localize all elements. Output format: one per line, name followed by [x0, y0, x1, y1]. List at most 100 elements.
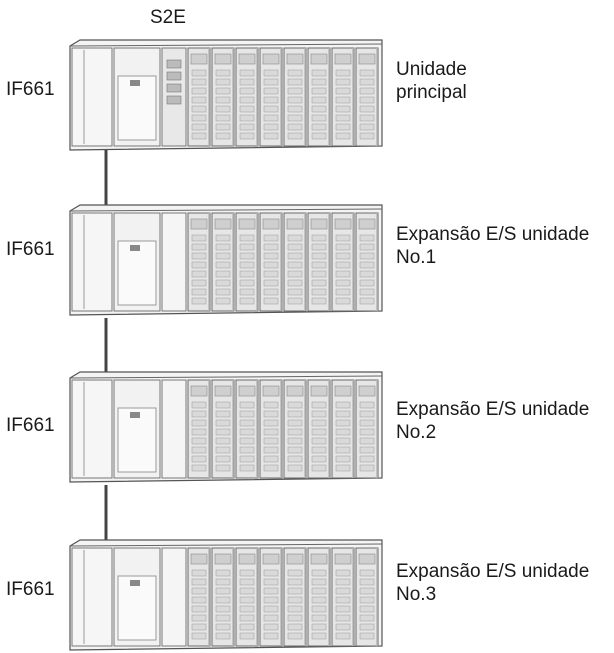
terminal-row — [335, 596, 351, 604]
terminal-row — [335, 464, 351, 472]
terminal-row — [191, 114, 207, 122]
terminal-row — [191, 105, 207, 113]
terminal-row — [359, 446, 375, 454]
terminal-row — [191, 464, 207, 472]
io-led-panel — [262, 53, 280, 65]
terminal-row — [335, 87, 351, 95]
io-led-panel — [310, 553, 328, 565]
terminal-row — [239, 455, 255, 463]
terminal-row — [335, 437, 351, 445]
terminal-row — [359, 410, 375, 418]
terminal-row — [239, 569, 255, 577]
terminal-row — [191, 234, 207, 242]
io-led-panel — [310, 385, 328, 397]
terminal-row — [335, 605, 351, 613]
terminal-row — [287, 114, 303, 122]
power-supply-module — [71, 47, 113, 147]
terminal-row — [191, 270, 207, 278]
terminal-row — [191, 279, 207, 287]
terminal-row — [191, 123, 207, 131]
terminal-row — [287, 605, 303, 613]
power-supply-module — [71, 379, 113, 479]
terminal-row — [311, 587, 327, 595]
terminal-row — [191, 261, 207, 269]
unit-label-line1: Unidade — [396, 59, 467, 80]
terminal-row — [359, 297, 375, 305]
terminal-row — [335, 569, 351, 577]
terminal-row — [287, 87, 303, 95]
terminal-row — [263, 87, 279, 95]
terminal-row — [263, 437, 279, 445]
terminal-row — [239, 428, 255, 436]
io-led-panel — [214, 385, 232, 397]
io-led-panel — [214, 53, 232, 65]
io-led-panel — [334, 553, 352, 565]
terminal-row — [311, 605, 327, 613]
if661-label-main: IF661 — [6, 79, 55, 100]
terminal-row — [191, 288, 207, 296]
terminal-row — [335, 428, 351, 436]
io-led-panel — [238, 385, 256, 397]
terminal-row — [215, 297, 231, 305]
terminal-row — [215, 270, 231, 278]
io-led-panel — [262, 218, 280, 230]
io-led-panel — [286, 53, 304, 65]
terminal-row — [239, 587, 255, 595]
cpu-indicator — [166, 71, 182, 81]
terminal-row — [287, 464, 303, 472]
terminal-row — [311, 596, 327, 604]
terminal-row — [191, 69, 207, 77]
terminal-row — [191, 446, 207, 454]
io-led-panel — [286, 385, 304, 397]
terminal-row — [191, 587, 207, 595]
terminal-row — [359, 401, 375, 409]
terminal-row — [311, 455, 327, 463]
terminal-row — [287, 105, 303, 113]
io-led-panel — [214, 553, 232, 565]
unit-label-line2: No.1 — [396, 247, 437, 268]
terminal-row — [191, 297, 207, 305]
terminal-row — [335, 587, 351, 595]
terminal-row — [335, 69, 351, 77]
terminal-row — [335, 401, 351, 409]
terminal-row — [263, 288, 279, 296]
terminal-row — [191, 614, 207, 622]
terminal-row — [239, 605, 255, 613]
terminal-row — [311, 446, 327, 454]
io-led-panel — [334, 385, 352, 397]
terminal-row — [191, 78, 207, 86]
terminal-row — [359, 78, 375, 86]
terminal-row — [215, 243, 231, 251]
terminal-row — [335, 261, 351, 269]
terminal-row — [215, 578, 231, 586]
terminal-row — [263, 69, 279, 77]
cpu-indicator — [166, 95, 182, 105]
terminal-row — [215, 410, 231, 418]
terminal-row — [335, 632, 351, 640]
io-led-panel — [214, 218, 232, 230]
terminal-row — [335, 252, 351, 260]
io-led-panel — [358, 218, 376, 230]
io-led-panel — [262, 385, 280, 397]
terminal-row — [359, 623, 375, 631]
blank-module — [161, 547, 187, 647]
terminal-row — [335, 105, 351, 113]
terminal-row — [287, 96, 303, 104]
terminal-row — [263, 464, 279, 472]
if661-label-exp1: IF661 — [6, 239, 55, 260]
terminal-row — [239, 419, 255, 427]
terminal-row — [335, 114, 351, 122]
terminal-row — [287, 78, 303, 86]
terminal-row — [287, 69, 303, 77]
terminal-row — [287, 614, 303, 622]
terminal-row — [263, 428, 279, 436]
terminal-row — [359, 464, 375, 472]
terminal-row — [239, 410, 255, 418]
terminal-row — [311, 78, 327, 86]
terminal-row — [239, 437, 255, 445]
terminal-row — [359, 605, 375, 613]
terminal-row — [359, 288, 375, 296]
port-indicator — [130, 580, 140, 586]
terminal-row — [239, 623, 255, 631]
terminal-row — [215, 446, 231, 454]
